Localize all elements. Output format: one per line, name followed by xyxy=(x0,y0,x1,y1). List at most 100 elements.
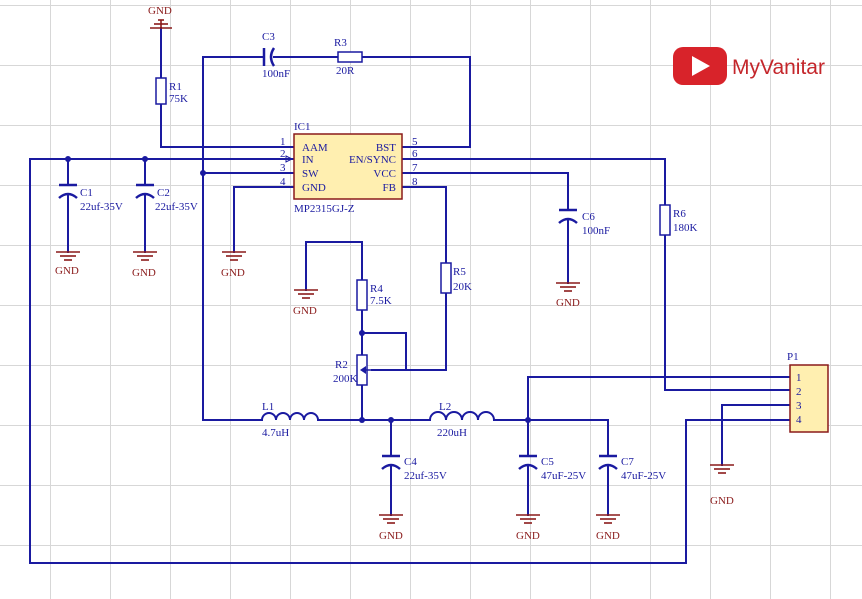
inductor-l2: L2 220uH xyxy=(429,401,495,439)
c1-value: 22uf-35V xyxy=(80,201,123,213)
ic1-pin-name: VCC xyxy=(373,168,396,180)
p1-pin-number: 4 xyxy=(796,414,802,426)
c2-ref: C2 xyxy=(157,187,170,199)
junction-dot xyxy=(388,417,394,423)
gnd-label: GND xyxy=(516,530,540,542)
r3-value: 20R xyxy=(336,65,355,77)
ic1-part-number: MP2315GJ-Z xyxy=(294,203,355,215)
junction-dot xyxy=(525,417,531,423)
c5-ref: C5 xyxy=(541,456,554,468)
capacitor-c6: C6 100nF xyxy=(558,208,610,237)
capacitor-c7: C7 47uF-25V xyxy=(598,454,666,482)
ground-symbol: GND xyxy=(710,464,734,507)
capacitor-c1: C1 22uf-35V xyxy=(58,183,123,213)
ground-symbol: GND xyxy=(148,5,172,29)
c3-value: 100nF xyxy=(262,68,290,80)
ic1-designator: IC1 xyxy=(294,121,311,133)
c1-ref: C1 xyxy=(80,187,93,199)
gnd-label: GND xyxy=(293,305,317,317)
brand-name: MyVanitar xyxy=(732,56,825,79)
c3-ref: C3 xyxy=(262,31,275,43)
ground-symbol: GND xyxy=(55,251,80,277)
gnd-label: GND xyxy=(132,267,156,279)
gnd-label: GND xyxy=(55,265,79,277)
ic1-pin-number: 7 xyxy=(412,162,418,174)
junction-dot xyxy=(359,330,365,336)
l1-ref: L1 xyxy=(262,401,274,413)
brand-logo: MyVanitar xyxy=(673,47,825,85)
c7-value: 47uF-25V xyxy=(621,470,666,482)
inductor-l1: L1 4.7uH xyxy=(261,401,319,439)
wiper-arrow-icon xyxy=(360,366,366,374)
p1-pin-number: 2 xyxy=(796,386,802,398)
c4-ref: C4 xyxy=(404,456,417,468)
ground-symbol: GND xyxy=(293,289,318,317)
ic1-pin-name: SW xyxy=(302,168,319,180)
r1-ref: R1 xyxy=(169,81,182,93)
r2-value: 200K xyxy=(333,373,358,385)
input-pin-marker xyxy=(285,155,294,163)
junction-dot xyxy=(65,156,71,162)
ground-symbol: GND xyxy=(132,251,157,279)
ic1-pin-number: 6 xyxy=(412,148,418,160)
potentiometer-r2: R2 200K xyxy=(333,354,372,386)
ground-symbol: GND xyxy=(516,514,540,542)
ic1-pin-number: 3 xyxy=(280,162,286,174)
ground-symbol: GND xyxy=(596,514,620,542)
ic1-pin-name: GND xyxy=(302,182,326,194)
ic1-pin-number: 8 xyxy=(412,176,418,188)
ic1-pin-number: 1 xyxy=(280,136,286,148)
p1-ref: P1 xyxy=(787,351,799,363)
l2-ref: L2 xyxy=(439,401,451,413)
connector-p1: P1 1 2 3 4 xyxy=(787,351,829,433)
resistor-r3: R3 20R xyxy=(334,37,363,77)
ic1-pin-name: AAM xyxy=(302,142,328,154)
gnd-label: GND xyxy=(221,267,245,279)
ground-symbol: GND xyxy=(556,282,580,309)
gnd-label: GND xyxy=(556,297,580,309)
ic1-pin-name: BST xyxy=(376,142,396,154)
junction-dot xyxy=(359,417,365,423)
ic1-pin-number: 4 xyxy=(280,176,286,188)
resistor-r1: R1 75K xyxy=(155,77,188,105)
ground-symbol: GND xyxy=(221,251,246,279)
capacitor-c3: C3 100nF xyxy=(262,31,290,80)
ic1-body xyxy=(293,133,403,200)
c6-value: 100nF xyxy=(582,225,610,237)
gnd-label: GND xyxy=(379,530,403,542)
c7-ref: C7 xyxy=(621,456,634,468)
gnd-label: GND xyxy=(148,5,172,17)
capacitor-c4: C4 22uf-35V xyxy=(381,454,447,482)
ic1-symbol: IC1 MP2315GJ-Z AAM IN SW GND BST EN/SYNC… xyxy=(280,121,418,215)
gnd-label: GND xyxy=(710,495,734,507)
ic1-pin-name: EN/SYNC xyxy=(349,154,396,166)
r5-ref: R5 xyxy=(453,266,466,278)
p1-pin-number: 1 xyxy=(796,372,802,384)
gnd-label: GND xyxy=(596,530,620,542)
c2-value: 22uf-35V xyxy=(155,201,198,213)
r2-ref: R2 xyxy=(335,359,348,371)
r3-ref: R3 xyxy=(334,37,347,49)
junctions xyxy=(65,156,531,423)
capacitor-c5: C5 47uF-25V xyxy=(518,454,586,482)
ic1-pin-number: 2 xyxy=(280,148,286,160)
play-triangle-icon xyxy=(692,56,710,76)
ic1-pin-name: IN xyxy=(302,154,314,166)
resistor-r4: R4 7.5K xyxy=(356,279,392,311)
capacitor-c2: C2 22uf-35V xyxy=(135,183,198,213)
wires xyxy=(29,27,791,564)
resistor-r6: R6 180K xyxy=(659,204,698,236)
c4-value: 22uf-35V xyxy=(404,470,447,482)
c5-value: 47uF-25V xyxy=(541,470,586,482)
junction-dot xyxy=(142,156,148,162)
l2-value: 220uH xyxy=(437,427,467,439)
p1-pin-number: 3 xyxy=(796,400,802,412)
r4-value: 7.5K xyxy=(370,295,392,307)
r5-value: 20K xyxy=(453,281,472,293)
resistor-r5: R5 20K xyxy=(440,262,472,294)
r6-ref: R6 xyxy=(673,208,686,220)
ground-symbol: GND xyxy=(379,514,403,542)
l1-value: 4.7uH xyxy=(262,427,289,439)
